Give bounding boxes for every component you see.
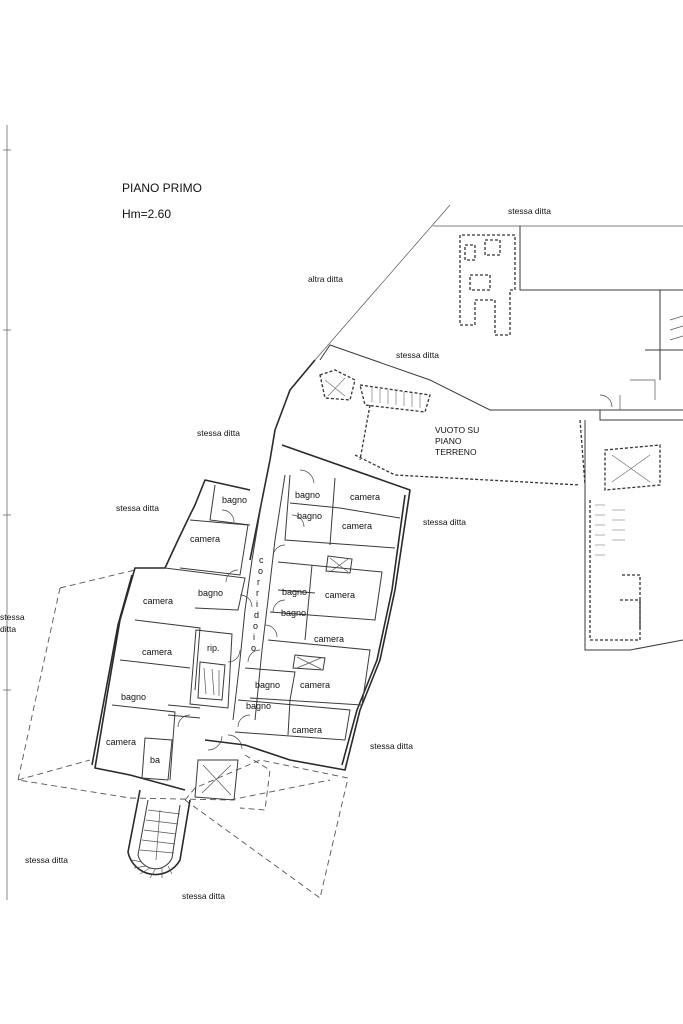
- room-camera-r2: camera: [342, 521, 372, 531]
- upper-dashed-structures: [319, 234, 586, 486]
- corridor-letter: i: [256, 599, 258, 609]
- height-label: Hm=2.60: [122, 207, 171, 221]
- zone-stessa-ditta-lower-right: stessa ditta: [370, 741, 413, 751]
- corridor-letter: o: [258, 566, 263, 576]
- room-ba: ba: [150, 755, 160, 765]
- zone-vuoto-line3: TERRENO: [435, 447, 477, 457]
- property-boundaries: [314, 204, 683, 651]
- zone-stessa-ditta-bottom: stessa ditta: [182, 891, 225, 901]
- room-camera-r6: camera: [292, 725, 322, 735]
- doors: [177, 394, 613, 751]
- corridor-letter: o: [251, 643, 256, 653]
- zone-stessa-ditta-right: stessa ditta: [423, 517, 466, 527]
- corridor-letter: c: [259, 555, 264, 565]
- roof-projection-bottom: [184, 759, 349, 899]
- main-building-walls: [91, 359, 411, 791]
- room-camera-r1: camera: [350, 492, 380, 502]
- stair-core: [194, 754, 271, 811]
- corridor-letter: o: [253, 621, 258, 631]
- room-bagno-r4: bagno: [281, 608, 306, 618]
- zone-vuoto-line2: PIANO: [435, 436, 462, 446]
- room-bagno-r1: bagno: [295, 490, 320, 500]
- left-block-partitions: [111, 484, 251, 781]
- room-bagno-1: bagno: [222, 495, 247, 505]
- zone-stessa-edge-line1: stessa: [0, 612, 25, 622]
- room-bagno-r2: bagno: [297, 511, 322, 521]
- room-camera-1: camera: [190, 534, 220, 544]
- room-bagno-r5: bagno: [255, 680, 280, 690]
- corridor-letter: i: [253, 632, 255, 642]
- room-bagno-r3: bagno: [282, 587, 307, 597]
- room-camera-r3: camera: [325, 590, 355, 600]
- zone-stessa-ditta-bottom-left: stessa ditta: [25, 855, 68, 865]
- left-border: [3, 125, 11, 900]
- plan-title: PIANO PRIMO: [122, 181, 202, 195]
- zone-stessa-ditta-left1: stessa ditta: [197, 428, 240, 438]
- corridor-walls: [232, 474, 286, 721]
- corridor-letter: d: [254, 610, 259, 620]
- zone-vuoto-line1: VUOTO SU: [435, 425, 479, 435]
- right-dashed-structures: [589, 444, 661, 641]
- plan-labels: PIANO PRIMO Hm=2.60 stessa ditta altra d…: [0, 181, 551, 901]
- corridor-letter: r: [256, 588, 259, 598]
- room-camera-r4: camera: [314, 634, 344, 644]
- external-stair: [127, 789, 191, 879]
- zone-stessa-ditta-mid: stessa ditta: [396, 350, 439, 360]
- room-bagno-3: bagno: [121, 692, 146, 702]
- right-block-partitions: [234, 474, 401, 741]
- room-bagno-2: bagno: [198, 588, 223, 598]
- room-camera-2: camera: [143, 596, 173, 606]
- room-camera-3: camera: [142, 647, 172, 657]
- room-rip: rip.: [207, 643, 220, 653]
- room-camera-r5: camera: [300, 680, 330, 690]
- room-bagno-r6: bagno: [246, 701, 271, 711]
- zone-stessa-ditta-top: stessa ditta: [508, 206, 551, 216]
- zone-altra-ditta: altra ditta: [308, 274, 343, 284]
- corridor-label: c o r r i d o i o: [251, 555, 264, 653]
- zone-stessa-edge-line2: ditta: [0, 624, 16, 634]
- corridor-letter: r: [257, 577, 260, 587]
- roof-projection-left: [17, 569, 331, 801]
- room-camera-4: camera: [106, 737, 136, 747]
- zone-stessa-ditta-left2: stessa ditta: [116, 503, 159, 513]
